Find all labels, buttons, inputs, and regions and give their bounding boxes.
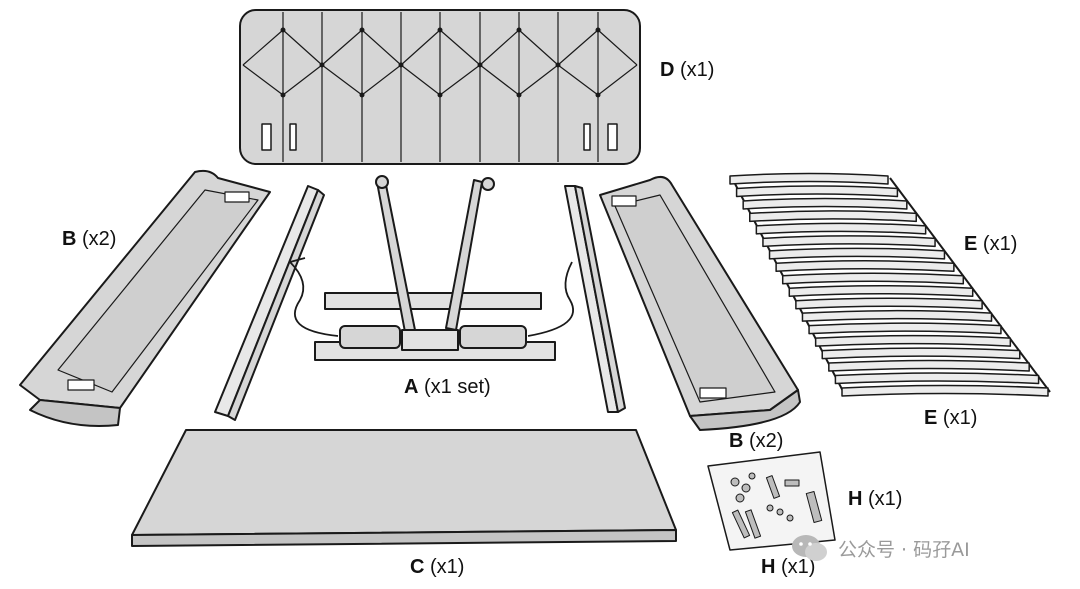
headboard-d <box>239 9 641 165</box>
l-bracket-rail-right <box>564 185 626 413</box>
slat <box>781 272 965 285</box>
slat <box>762 235 936 248</box>
hardware-bag-h <box>707 451 836 551</box>
slat <box>834 372 1040 385</box>
part-label-e-bottom: E (x1) <box>924 407 978 429</box>
watermark: 公众号 · 码孖AI <box>790 533 970 563</box>
slat <box>821 347 1021 360</box>
side-rail-b-right <box>599 175 801 431</box>
part-label-a: A (x1 set) <box>404 376 491 398</box>
slat-base-e <box>729 172 1051 397</box>
part-label-h-top: H (x1) <box>848 488 903 510</box>
part-label-d: D (x1) <box>660 59 715 81</box>
slat <box>814 334 1012 347</box>
part-label-b-left: B (x2) <box>62 228 117 250</box>
watermark-text: 公众号 · 码孖AI <box>838 538 970 561</box>
wechat-logo-icon <box>792 535 827 561</box>
slat <box>788 284 974 297</box>
slat <box>801 309 993 322</box>
part-label-h-bottom: H (x1) <box>761 556 816 578</box>
slat <box>795 297 983 310</box>
part-label-b-right: B (x2) <box>729 430 784 452</box>
l-bracket-rail-left <box>214 185 325 421</box>
slat <box>808 322 1002 335</box>
side-rail-b-left <box>19 169 271 427</box>
slat <box>775 260 955 273</box>
slat <box>749 210 917 223</box>
base-panel-c <box>131 429 677 547</box>
slat <box>735 185 899 198</box>
slat <box>729 172 889 185</box>
slat <box>755 222 927 235</box>
lift-mechanism-a <box>289 175 575 361</box>
slat <box>828 359 1030 372</box>
slat <box>841 384 1049 397</box>
slat <box>742 197 908 210</box>
part-label-e-top: E (x1) <box>964 233 1018 255</box>
slat <box>768 247 946 260</box>
part-label-c: C (x1) <box>410 556 465 578</box>
